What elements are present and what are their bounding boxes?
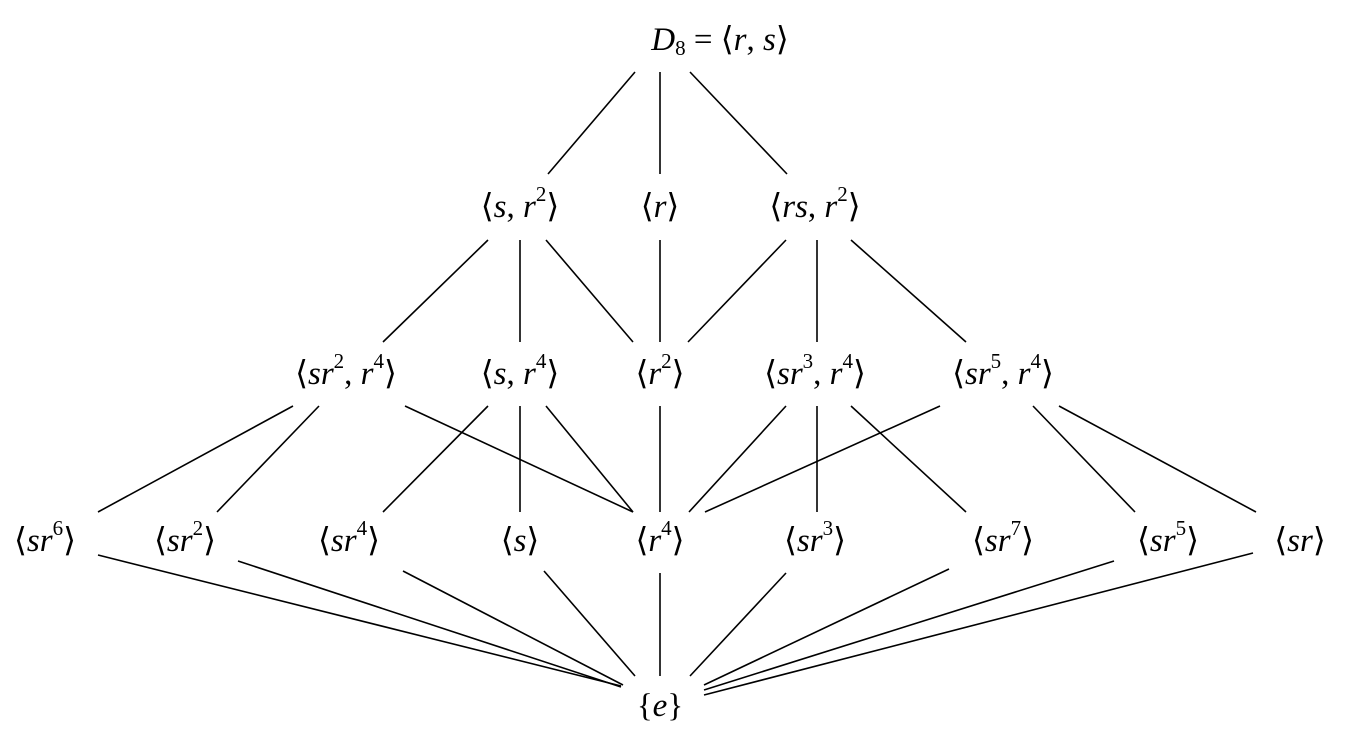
node-e: {e} bbox=[637, 688, 683, 724]
node-D8: D8 = ⟨r, s⟩ bbox=[650, 22, 788, 60]
node-sr2: ⟨sr2⟩ bbox=[154, 516, 216, 559]
edge-sr4-to-e bbox=[402, 570, 624, 686]
edge-sr-to-e bbox=[703, 552, 1254, 696]
edge-sr3_r4-to-sr3 bbox=[704, 405, 941, 513]
node-r4: ⟨r4⟩ bbox=[635, 516, 684, 559]
node-sr: ⟨sr⟩ bbox=[1274, 523, 1325, 559]
node-sr6: ⟨sr6⟩ bbox=[14, 516, 76, 559]
edge-sr5_r4-to-r4 bbox=[850, 405, 967, 513]
edge-D8-to-s_r2 bbox=[547, 71, 636, 175]
node-r2: ⟨r2⟩ bbox=[635, 349, 684, 392]
edge-sr5_r4-to-sr bbox=[1058, 405, 1257, 513]
edge-s_r4-to-r4 bbox=[545, 405, 634, 513]
lattice-nodes: D8 = ⟨r, s⟩ ⟨s, r2⟩ ⟨r⟩ ⟨rs, r2⟩ ⟨sr2, r4⟩ ⟨s… bbox=[14, 22, 1326, 724]
node-sr5-r4: ⟨sr5, r4⟩ bbox=[952, 349, 1054, 392]
edge-sr6-to-e bbox=[97, 554, 622, 687]
edge-sr3_r4-to-r4 bbox=[688, 405, 787, 513]
node-sr5: ⟨sr5⟩ bbox=[1137, 516, 1199, 559]
node-sr2-r4: ⟨sr2, r4⟩ bbox=[295, 349, 397, 392]
edge-sr2_r4-to-r4 bbox=[404, 405, 634, 513]
node-sr3: ⟨sr3⟩ bbox=[784, 516, 846, 559]
edge-sr5-to-e bbox=[703, 560, 1115, 691]
node-sr3-r4: ⟨sr3, r4⟩ bbox=[764, 349, 866, 392]
node-s: ⟨s⟩ bbox=[501, 523, 540, 559]
edge-sr2_r4-to-sr2 bbox=[216, 405, 320, 513]
lattice-edges bbox=[97, 71, 1257, 696]
node-r: ⟨r⟩ bbox=[641, 189, 680, 225]
edge-sr7-to-e bbox=[703, 568, 950, 686]
edge-sr2_r4-to-sr6 bbox=[97, 405, 294, 513]
edge-sr3-to-e bbox=[689, 572, 787, 677]
node-sr7: ⟨sr7⟩ bbox=[972, 516, 1034, 559]
node-sr4: ⟨sr4⟩ bbox=[318, 516, 380, 559]
node-s-r4: ⟨s, r4⟩ bbox=[481, 349, 559, 392]
edge-s_r2-to-r2 bbox=[545, 239, 634, 343]
edge-rs_r2-to-r2 bbox=[687, 239, 787, 343]
edge-s_r2-to-sr2_r4 bbox=[382, 239, 489, 343]
edge-sr5_r4-to-sr5 bbox=[1032, 405, 1136, 513]
edge-sr2-to-e bbox=[237, 560, 622, 688]
node-rs-r2: ⟨rs, r2⟩ bbox=[769, 182, 860, 225]
edge-rs_r2-to-sr5_r4 bbox=[850, 239, 967, 343]
node-s-r2: ⟨s, r2⟩ bbox=[481, 182, 559, 225]
edge-s_r4-to-sr4 bbox=[382, 405, 489, 513]
edge-D8-to-rs_r2 bbox=[689, 71, 788, 175]
edge-s-to-e bbox=[543, 570, 636, 677]
